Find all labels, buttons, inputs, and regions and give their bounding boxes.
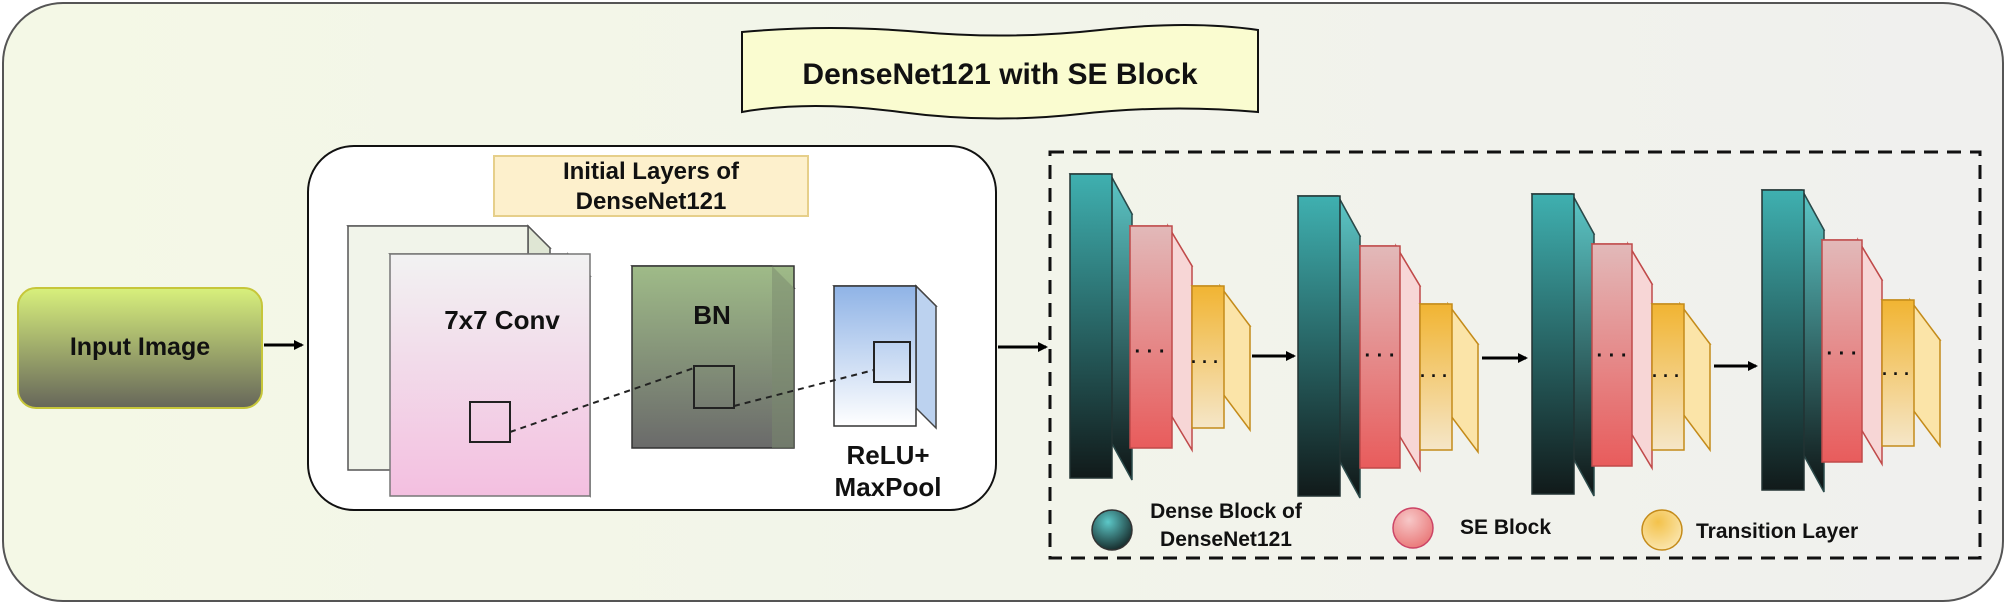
se-block [1590, 241, 1654, 471]
transition-layer [1650, 301, 1712, 453]
legend-transition-label: Transition Layer [1696, 520, 1858, 543]
transition-layer [1880, 297, 1942, 449]
se-block [1820, 237, 1884, 467]
stage-ellipsis: · · · [1420, 366, 1448, 386]
legend-dense-label-line2: DenseNet121 [1160, 528, 1292, 551]
pipeline-frame [1048, 150, 1982, 560]
stage-ellipsis: · · · [1191, 352, 1219, 372]
stage-4: · · · · · · [1760, 189, 1942, 493]
initial-layers-title-line1: Initial Layers of [563, 158, 740, 185]
title-banner: DenseNet121 with SE Block [741, 24, 1259, 120]
legend-se-swatch [1392, 507, 1434, 549]
stage-ellipsis: · · · [1364, 345, 1395, 367]
conv-block: 7x7 Conv [346, 224, 592, 498]
dense-block [1068, 173, 1134, 481]
dense-block [1760, 189, 1826, 493]
stage-ellipsis: · · · [1882, 364, 1910, 384]
input-image-label: Input Image [70, 333, 210, 361]
input-image-node: Input Image [17, 287, 263, 409]
transition-layer [1418, 301, 1480, 455]
stage-ellipsis: · · · [1652, 366, 1680, 386]
stage-ellipsis: · · · [1134, 341, 1165, 363]
initial-layers-title-box [493, 155, 809, 217]
stage-ellipsis: · · · [1826, 343, 1857, 365]
se-block [1358, 243, 1422, 473]
pool-label-line2: MaxPool [835, 472, 942, 502]
stage-1: · · · · · · [1068, 173, 1252, 481]
pool-block: ReLU+ MaxPool [832, 284, 942, 502]
bn-block: BN [630, 265, 796, 449]
legend-dense-label-line1: Dense Block of [1150, 500, 1303, 523]
legend: Dense Block of DenseNet121 SE Block Tran… [1091, 500, 1858, 551]
legend-transition-swatch [1641, 509, 1683, 551]
stage-3: · · · · · · [1530, 193, 1712, 497]
se-block [1128, 223, 1194, 453]
initial-layers-title-line2: DenseNet121 [576, 188, 727, 215]
transition-layer [1190, 283, 1252, 433]
bn-label: BN [693, 300, 731, 330]
legend-se-label: SE Block [1460, 516, 1551, 539]
legend-dense-swatch [1091, 509, 1133, 551]
pool-label-line1: ReLU+ [846, 440, 929, 470]
dense-block [1530, 193, 1596, 497]
dense-block [1296, 195, 1362, 499]
diagram-title: DenseNet121 with SE Block [802, 58, 1197, 91]
conv-label: 7x7 Conv [444, 305, 560, 335]
bn-pool-connector [733, 369, 875, 407]
stage-2: · · · · · · [1296, 195, 1480, 499]
stage-ellipsis: · · · [1596, 345, 1627, 367]
